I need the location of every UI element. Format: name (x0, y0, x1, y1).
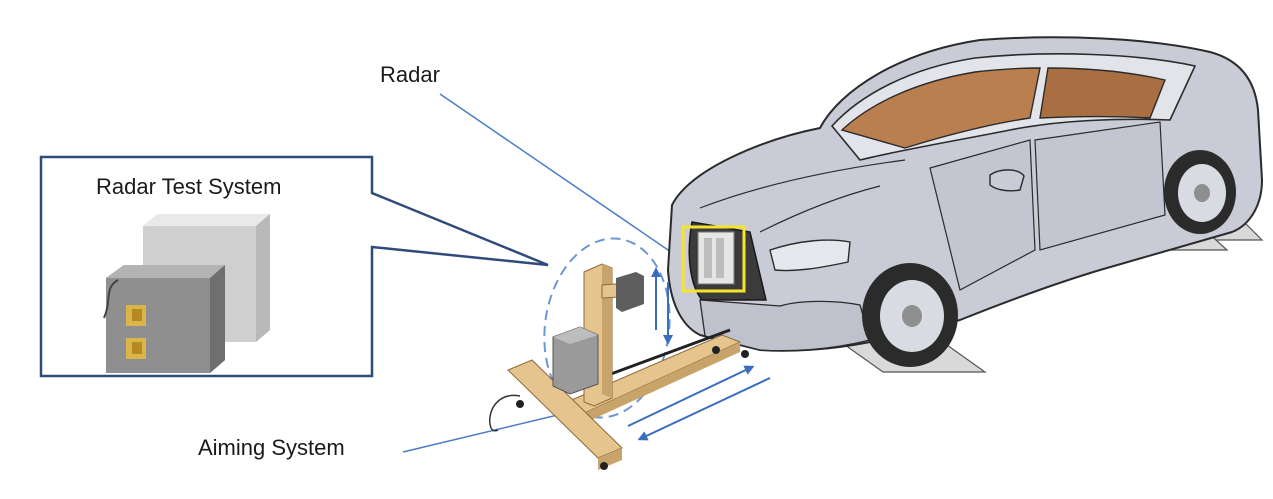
radar-highlight-box (681, 225, 746, 293)
leader-lines (402, 93, 691, 453)
radar-leader-line (439, 93, 691, 266)
aiming-system-leader-line (402, 412, 567, 453)
aiming-system-label: Aiming System (198, 435, 345, 460)
test-system-instrument-image (103, 214, 270, 373)
radar-label: Radar (380, 62, 440, 87)
horizontal-motion-arrow-back (637, 377, 771, 441)
radar-module (697, 231, 735, 285)
motion-arrows (627, 267, 771, 441)
radar-test-system-callout: Radar Test System (39, 155, 549, 378)
front-wheel (862, 263, 958, 367)
aiming-system-cart (489, 237, 749, 470)
horizontal-motion-arrow-forward (627, 365, 755, 427)
car-image (666, 36, 1264, 367)
radar-test-system-label: Radar Test System (96, 174, 281, 199)
rear-wheel (1164, 150, 1236, 234)
